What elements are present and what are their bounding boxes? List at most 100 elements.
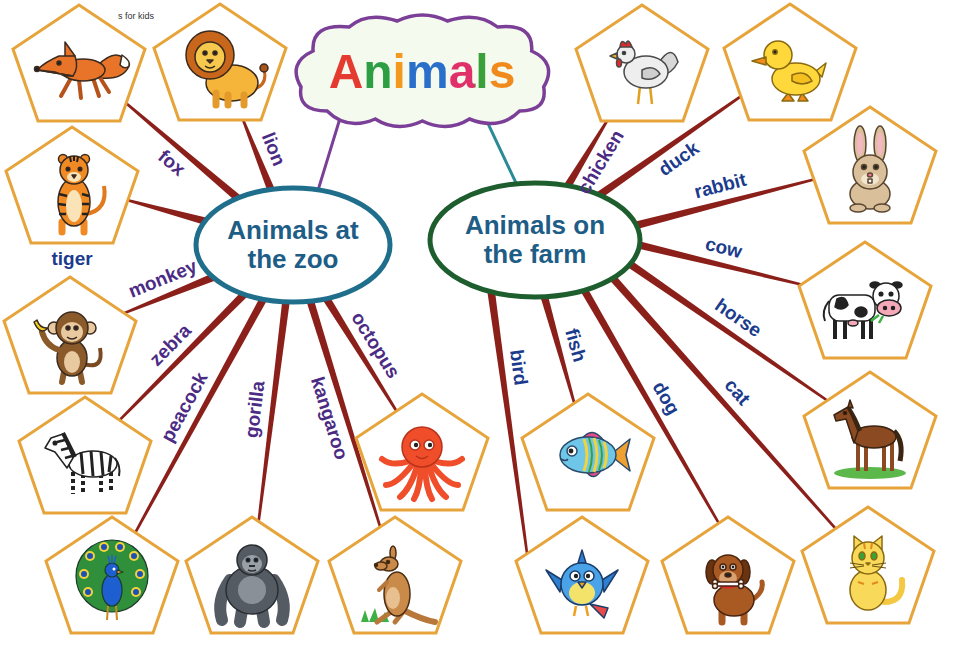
horse-picture (834, 400, 906, 479)
animal-name: fish (560, 326, 589, 364)
tiger-picture-part (78, 167, 82, 171)
bird-picture-part (578, 550, 586, 563)
pentagon-outline (327, 515, 463, 635)
zebra-picture-part (53, 441, 57, 445)
peacock-picture-part (107, 606, 117, 620)
lion-picture-part (216, 93, 244, 105)
cow-picture-part (892, 307, 895, 310)
cat-picture-part (850, 563, 886, 568)
pentagon-shape (662, 517, 794, 633)
cow-picture-part (879, 292, 883, 296)
peacock-picture-part-part (131, 553, 137, 559)
animal-name: dog (648, 378, 684, 419)
cat-picture-part (866, 563, 870, 565)
duck-picture-part (764, 41, 792, 69)
peacock-picture (76, 540, 148, 620)
tiger-picture-part (60, 156, 88, 184)
pentagon-outline (800, 505, 936, 625)
peacock-picture-part-part (99, 542, 109, 552)
pentagon-outline (4, 125, 140, 245)
chicken-picture-part (620, 41, 632, 47)
peacock-picture-part (108, 555, 116, 563)
bird-picture-part (602, 570, 618, 592)
peacock-picture-part-part (117, 544, 123, 550)
animal-name: kangaroo (306, 374, 351, 462)
cat-picture (850, 536, 902, 610)
cow-picture-part (877, 300, 901, 316)
animal-name: bird (505, 348, 531, 386)
gorilla-picture-part (248, 570, 256, 571)
animal-card: chicken (574, 3, 710, 123)
animal-name: tiger (52, 249, 93, 270)
pentagon-shape (576, 5, 708, 121)
kangaroo-picture-part (386, 560, 389, 563)
dog-picture-part (732, 566, 735, 569)
kangaroo-picture-part (375, 564, 378, 567)
peacock-picture-part-part (79, 569, 89, 579)
octopus-picture-part (428, 443, 432, 447)
zebra-picture-part (81, 451, 111, 476)
bird-picture-part (574, 574, 578, 578)
fish-picture-part (567, 446, 577, 456)
pentagon-shape (724, 4, 856, 120)
peacock-picture-part-part (85, 589, 91, 595)
duck-picture-part (773, 50, 777, 54)
bird-picture-part (569, 582, 595, 604)
animal-name: peacock (158, 369, 213, 446)
gorilla-picture-part (254, 558, 258, 562)
pentagon-shape (6, 127, 138, 243)
dog-picture-part (720, 564, 726, 570)
monkey-picture (34, 312, 101, 382)
peacock-picture-part-part (87, 553, 93, 559)
pentagon-outline (354, 392, 490, 512)
dog-picture-part (730, 564, 736, 570)
kangaroo-picture-part (386, 587, 400, 609)
duck-picture-part (792, 73, 812, 84)
rabbit-picture-part (857, 132, 863, 156)
dog-picture-part (716, 582, 740, 586)
title-text: Animals (329, 44, 516, 99)
branch-line (609, 275, 836, 530)
bird-picture-part (570, 571, 580, 581)
gorilla-picture-part (238, 576, 266, 604)
monkey-picture-part (67, 337, 77, 339)
bird-picture-part (574, 606, 588, 616)
animal-name: fox (154, 146, 189, 180)
pentagon-outline (574, 3, 710, 123)
fox-picture (35, 42, 130, 98)
tiger-picture-part (67, 172, 81, 182)
animal-card: lion (152, 2, 288, 122)
group-oval: Animals on the farm (427, 180, 643, 300)
duck-picture (752, 41, 826, 101)
rabbit-picture-part (850, 204, 866, 212)
kangaroo-picture-part (403, 610, 435, 622)
animal-card: horse (802, 370, 938, 490)
peacock-picture-part-part (115, 542, 125, 552)
animal-card: tiger (4, 125, 140, 245)
animal-card: cow (797, 240, 933, 360)
tiger-picture-part (58, 194, 89, 214)
pentagon-outline (184, 515, 320, 635)
gorilla-picture-part (237, 545, 267, 575)
zebra-picture-part (57, 440, 72, 458)
pentagon-outline (660, 515, 796, 635)
fish-picture-part (569, 449, 574, 454)
gorilla-picture-part (246, 558, 250, 562)
tiger-picture (58, 155, 105, 233)
fox-picture-part (38, 70, 73, 76)
lion-picture-part (205, 66, 215, 68)
monkey-picture-part (56, 312, 88, 344)
animal-name: gorilla (242, 379, 270, 438)
octopus-picture-part (414, 443, 418, 447)
octopus-picture-part-part (414, 467, 421, 499)
animal-card: dog (660, 515, 796, 635)
cat-picture-part (852, 542, 884, 574)
pentagon-outline (152, 2, 288, 122)
zebra-picture-part (45, 434, 73, 468)
fox-picture-part (120, 55, 129, 68)
lion-picture-part (213, 51, 217, 55)
zebra-picture (45, 433, 120, 494)
cat-picture-part (859, 552, 865, 560)
pentagon-shape (799, 242, 931, 358)
dog-picture-part (739, 584, 744, 589)
